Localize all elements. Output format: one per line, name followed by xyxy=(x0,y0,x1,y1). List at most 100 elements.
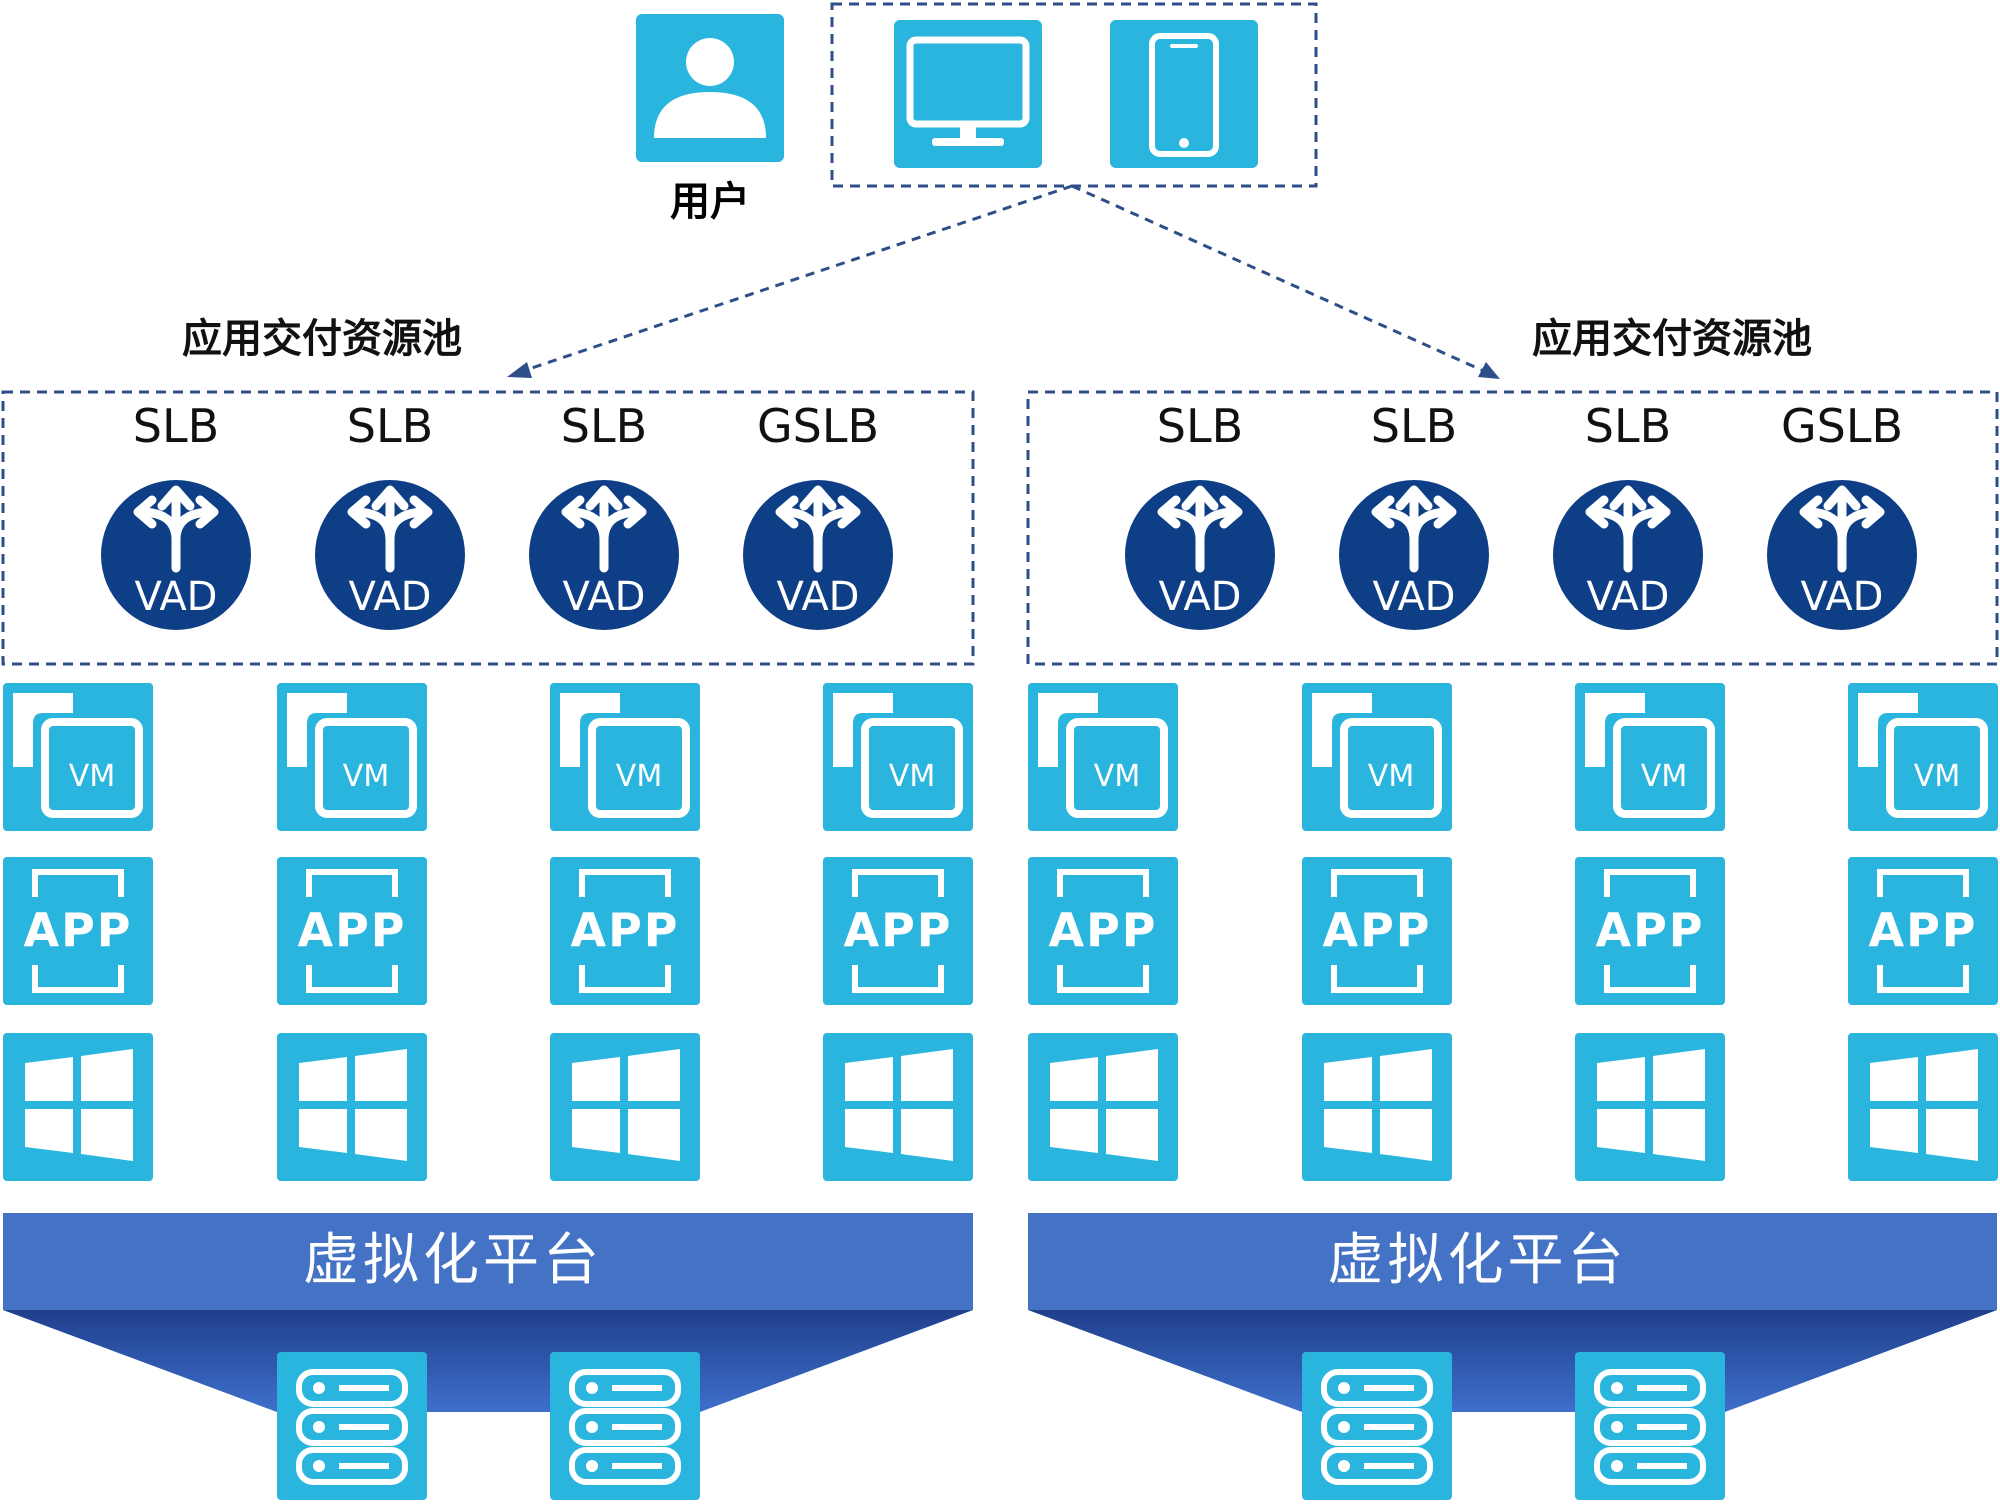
vm-back-window xyxy=(1858,693,1918,767)
split-arrow-icon xyxy=(347,485,433,573)
vm-label: VM xyxy=(1094,759,1140,794)
vm-back-window xyxy=(287,693,347,767)
vad-label: VAD xyxy=(1159,574,1242,620)
vm-icon xyxy=(1613,718,1715,818)
windows-tile xyxy=(277,1033,427,1181)
app-tile: APP xyxy=(3,857,153,1005)
vm-back-window xyxy=(1312,693,1372,767)
vm-label: VM xyxy=(343,759,389,794)
windows-tile xyxy=(550,1033,700,1181)
arrow-to-right-pool xyxy=(1071,184,1500,379)
server-stack-icon xyxy=(569,1369,681,1485)
vm-icon xyxy=(1340,718,1442,818)
vm-icon xyxy=(1066,718,1168,818)
vad-label: VAD xyxy=(1801,574,1884,620)
vm-back-window xyxy=(833,693,893,767)
pool-title-left: 应用交付资源池 xyxy=(182,316,462,362)
vm-icon xyxy=(41,718,143,818)
split-arrow-icon xyxy=(1799,485,1885,573)
split-arrow-icon xyxy=(1585,485,1671,573)
balancer-slb: SLB VAD xyxy=(1125,399,1275,630)
windows-logo-icon xyxy=(25,1049,133,1161)
balancer-type-label: SLB xyxy=(347,399,433,453)
windows-logo-icon xyxy=(1597,1049,1705,1161)
arrow-to-left-pool xyxy=(507,184,1073,378)
app-frame-icon xyxy=(852,869,944,993)
server-stack-icon xyxy=(296,1369,408,1485)
platform-funnel xyxy=(1028,1310,1997,1412)
windows-tile xyxy=(1302,1033,1452,1181)
mobile-tile xyxy=(1110,20,1258,168)
vm-label: VM xyxy=(616,759,662,794)
vm-label: VM xyxy=(1641,759,1687,794)
vm-back-window xyxy=(1038,693,1098,767)
vm-back-window xyxy=(13,693,73,767)
windows-tile xyxy=(1848,1033,1998,1181)
server-stack-icon xyxy=(1594,1369,1706,1485)
app-label: APP xyxy=(843,903,952,957)
monitor-icon xyxy=(906,36,1030,146)
vm-label: VM xyxy=(889,759,935,794)
windows-tile xyxy=(823,1033,973,1181)
app-frame-icon xyxy=(1604,869,1696,993)
app-frame-icon xyxy=(579,869,671,993)
app-tile: APP xyxy=(1848,857,1998,1005)
vad-label: VAD xyxy=(135,574,218,620)
pool-title-right: 应用交付资源池 xyxy=(1532,316,1812,362)
split-arrow-icon xyxy=(775,485,861,573)
balancer-type-label: SLB xyxy=(1585,399,1671,453)
vm-tile: VM xyxy=(1028,683,1178,831)
app-label: APP xyxy=(570,903,679,957)
windows-logo-icon xyxy=(1870,1049,1978,1161)
vad-label: VAD xyxy=(563,574,646,620)
vad-label: VAD xyxy=(1587,574,1670,620)
platform-label: 虚拟化平台 xyxy=(1328,1228,1628,1293)
app-frame-icon xyxy=(1877,869,1969,993)
server-stack-icon xyxy=(1321,1369,1433,1485)
vm-tile: VM xyxy=(823,683,973,831)
app-frame-icon xyxy=(1331,869,1423,993)
server-tile xyxy=(277,1352,427,1500)
vad-label: VAD xyxy=(1373,574,1456,620)
app-tile: APP xyxy=(823,857,973,1005)
vm-tile: VM xyxy=(1575,683,1725,831)
app-tile: APP xyxy=(1028,857,1178,1005)
user-label: 用户 xyxy=(670,179,750,225)
windows-tile xyxy=(1028,1033,1178,1181)
app-tile: APP xyxy=(1575,857,1725,1005)
app-label: APP xyxy=(1048,903,1157,957)
app-tile: APP xyxy=(277,857,427,1005)
server-tile xyxy=(1302,1352,1452,1500)
resource-pool-left: SLBVADSLBVADSLBVADGSLBVADVMAPPVMAPPVMAPP… xyxy=(1,390,975,1500)
balancer-type-label: SLB xyxy=(133,399,219,453)
split-arrow-icon xyxy=(1157,485,1243,573)
split-arrow-icon xyxy=(561,485,647,573)
virtualization-platform: 虚拟化平台 xyxy=(3,1213,973,1310)
app-label: APP xyxy=(297,903,406,957)
vad-label: VAD xyxy=(777,574,860,620)
vm-icon xyxy=(1886,718,1988,818)
user-tile xyxy=(636,14,784,162)
server-tile xyxy=(1575,1352,1725,1500)
balancer-slb: SLB VAD xyxy=(101,399,251,630)
windows-logo-icon xyxy=(845,1049,953,1161)
smartphone-icon xyxy=(1149,33,1219,157)
balancer-type-label: SLB xyxy=(1157,399,1243,453)
vm-label: VM xyxy=(69,759,115,794)
vm-tile: VM xyxy=(550,683,700,831)
vm-icon xyxy=(588,718,690,818)
windows-logo-icon xyxy=(1324,1049,1432,1161)
vm-tile: VM xyxy=(1302,683,1452,831)
balancer-slb: SLB VAD xyxy=(1553,399,1703,630)
windows-logo-icon xyxy=(299,1049,407,1161)
vm-label: VM xyxy=(1368,759,1414,794)
app-label: APP xyxy=(1595,903,1704,957)
platform-label: 虚拟化平台 xyxy=(303,1228,603,1293)
vm-label: VM xyxy=(1914,759,1960,794)
